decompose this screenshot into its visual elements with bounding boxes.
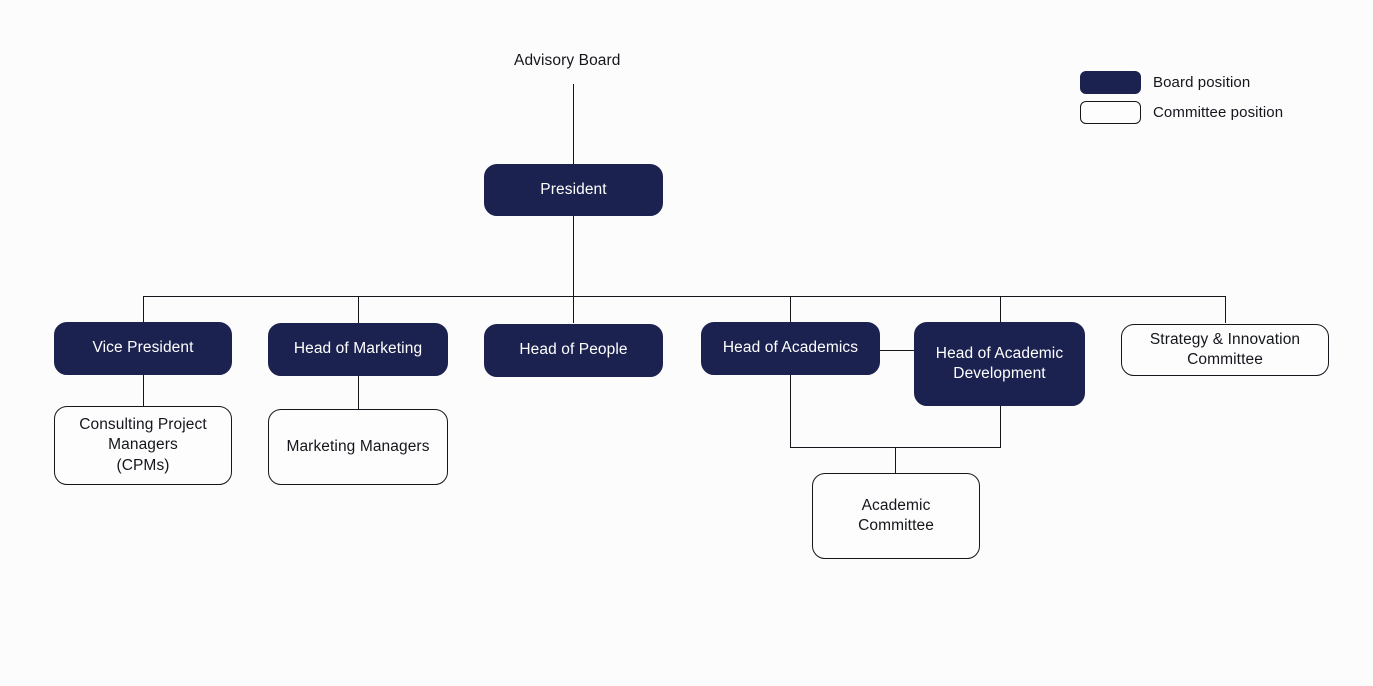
connector-bus-head-academics	[790, 296, 791, 323]
legend: Board position Committee position	[1080, 71, 1283, 124]
node-head-of-people-label: Head of People	[519, 341, 628, 359]
node-academic-committee[interactable]: Academic Committee	[812, 473, 980, 559]
node-vice-president-label: Vice President	[92, 339, 194, 357]
connector-bus-vice-president	[143, 296, 144, 323]
legend-label-committee-position: Committee position	[1153, 104, 1284, 121]
legend-swatch-board-position	[1080, 71, 1141, 94]
connector-headacademics-merge	[790, 375, 791, 447]
legend-label-board-position: Board position	[1153, 74, 1251, 91]
connector-bus-horizontal	[143, 296, 1226, 297]
connector-bus-strategy-committee	[1225, 296, 1226, 323]
connector-vicepresident-cpms	[143, 375, 144, 407]
node-head-of-academics[interactable]: Head of Academics	[701, 322, 880, 375]
connector-bus-head-marketing	[358, 296, 359, 323]
node-head-of-academic-development[interactable]: Head of Academic Development	[914, 322, 1085, 406]
connector-advisoryboard-president	[573, 84, 574, 164]
connector-bus-head-academic-development	[1000, 296, 1001, 323]
advisory-board-label: Advisory Board	[514, 52, 621, 69]
node-consulting-project-managers-label: Consulting Project Managers (CPMs)	[79, 415, 207, 474]
connector-academics-academicdevelopment	[880, 350, 915, 351]
node-head-of-marketing[interactable]: Head of Marketing	[268, 323, 448, 376]
connector-headacademicdev-merge	[1000, 406, 1001, 447]
node-academic-committee-label: Academic Committee	[858, 496, 934, 534]
node-head-of-academic-development-label: Head of Academic Development	[935, 344, 1064, 382]
legend-swatch-committee-position	[1080, 101, 1141, 124]
node-consulting-project-managers[interactable]: Consulting Project Managers (CPMs)	[54, 406, 232, 485]
node-marketing-managers[interactable]: Marketing Managers	[268, 409, 448, 485]
connector-president-bus	[573, 216, 574, 323]
node-strategy-innovation-committee-label: Strategy & Innovation Committee	[1149, 330, 1301, 368]
node-head-of-academics-label: Head of Academics	[722, 339, 859, 357]
node-marketing-managers-label: Marketing Managers	[286, 437, 430, 455]
legend-item-committee-position: Committee position	[1080, 101, 1283, 124]
node-vice-president[interactable]: Vice President	[54, 322, 232, 375]
legend-item-board-position: Board position	[1080, 71, 1283, 94]
node-strategy-innovation-committee[interactable]: Strategy & Innovation Committee	[1121, 324, 1329, 376]
node-head-of-marketing-label: Head of Marketing	[293, 340, 423, 358]
node-president-label: President	[540, 180, 607, 198]
connector-headmarketing-marketingmanagers	[358, 376, 359, 410]
node-president[interactable]: President	[484, 164, 663, 216]
connector-merge-academiccommittee	[895, 447, 896, 474]
node-head-of-people[interactable]: Head of People	[484, 324, 663, 377]
